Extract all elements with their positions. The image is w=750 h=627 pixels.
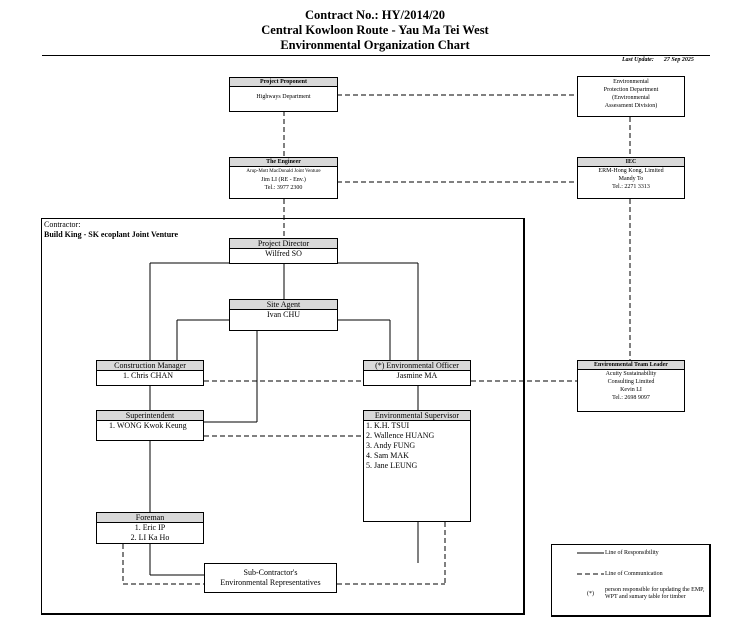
legend-responsibility: Line of Responsibility <box>605 550 659 556</box>
iec-tel: Tel.: 2271 3313 <box>612 184 650 190</box>
construction-manager-title: Construction Manager <box>97 361 203 371</box>
etl-name: Kevin LI <box>620 387 642 393</box>
epd-line: Environmental <box>613 79 649 85</box>
iec-title: IEC <box>578 158 684 167</box>
construction-manager-box: Construction Manager 1. Chris CHAN <box>96 360 204 386</box>
contract-number: Contract No.: HY/2014/20 <box>305 8 445 22</box>
communication-lines <box>122 94 631 585</box>
last-update-label: Last Update: <box>622 57 654 63</box>
contractor-name: Build King - SK ecoplant Joint Venture <box>44 230 179 239</box>
foreman-title: Foreman <box>97 513 203 523</box>
environmental-officer-name: Jasmine MA <box>396 371 438 380</box>
project-proponent-title: Project Proponent <box>230 78 337 87</box>
engineer-org: Arup-Mott MacDonald Joint Venture <box>246 169 321 174</box>
project-proponent-org: Highways Department <box>256 94 311 100</box>
contractor-label: Contractor: Build King - SK ecoplant Joi… <box>44 220 178 240</box>
subcontractor-box: Sub-Contractor's Environmental Represent… <box>204 563 337 593</box>
legend-asterisk-note: person responsible for updating the EMP,… <box>605 587 705 600</box>
project-director-box: Project Director Wilfred SO <box>229 238 338 264</box>
site-agent-box: Site Agent Ivan CHU <box>229 299 338 331</box>
header-divider <box>42 55 710 56</box>
project-director-name: Wilfred SO <box>265 249 302 258</box>
engineer-title: The Engineer <box>230 158 337 167</box>
legend-communication: Line of Communication <box>605 571 663 577</box>
contractor-frame <box>41 218 525 615</box>
foreman-box: Foreman 1. Eric IP 2. LI Ka Ho <box>96 512 204 544</box>
supervisor-name: 4. Sam MAK <box>366 451 409 460</box>
environmental-supervisor-title: Environmental Supervisor <box>364 411 470 421</box>
epd-box: Environmental Protection Department (Env… <box>577 76 685 117</box>
engineer-tel: Tel.: 3977 2300 <box>264 185 303 191</box>
foreman-name: 1. Eric IP <box>134 523 166 532</box>
contractor-caption: Contractor: <box>44 220 81 229</box>
epd-line: Assessment Division) <box>604 103 658 109</box>
superintendent-title: Superintendent <box>97 411 203 421</box>
engineer-name: Jim LI (RE - Env.) <box>261 177 306 183</box>
superintendent-box: Superintendent 1. WONG Kwok Keung <box>96 410 204 441</box>
last-update: Last Update: 27 Sep 2025 <box>622 57 694 63</box>
etl-org: Consulting Limited <box>607 379 655 385</box>
legend <box>551 544 711 617</box>
supervisor-name: 2. Wallence HUANG <box>366 431 435 440</box>
environmental-officer-box: (*) Environmental Officer Jasmine MA <box>363 360 471 386</box>
chart-title: Environmental Organization Chart <box>280 38 470 52</box>
etl-org: Acuity Sustainability <box>605 371 657 377</box>
environmental-team-leader-box: Environmental Team Leader Acuity Sustain… <box>577 360 685 412</box>
etl-tel: Tel.: 2698 9097 <box>612 395 650 401</box>
foreman-name: 2. LI Ka Ho <box>130 533 170 542</box>
site-agent-name: Ivan CHU <box>266 310 301 319</box>
superintendent-name: 1. WONG Kwok Keung <box>109 421 187 430</box>
epd-line: Protection Department <box>603 87 659 93</box>
last-update-date: 27 Sep 2025 <box>663 57 694 63</box>
epd-line: (Environmental <box>612 95 650 101</box>
environmental-officer-title: (*) Environmental Officer <box>364 361 470 371</box>
legend-asterisk: (*) <box>587 591 594 597</box>
construction-manager-name: 1. Chris CHAN <box>123 371 174 380</box>
supervisor-name: 5. Jane LEUNG <box>366 461 418 470</box>
project-proponent-box: Project Proponent Highways Department <box>229 77 338 112</box>
supervisor-name: 1. K.H. TSUI <box>366 421 410 430</box>
environmental-supervisor-box: Environmental Supervisor 1. K.H. TSUI 2.… <box>363 410 471 522</box>
engineer-box: The Engineer Arup-Mott MacDonald Joint V… <box>229 157 338 199</box>
etl-title: Environmental Team Leader <box>578 361 684 370</box>
responsibility-lines <box>149 262 604 576</box>
subcontractor-line: Environmental Representatives <box>220 578 321 587</box>
project-name: Central Kowloon Route - Yau Ma Tei West <box>261 23 489 37</box>
iec-name: Mandy To <box>618 176 644 182</box>
iec-org: ERM-Hong Kong, Limited <box>598 168 664 174</box>
site-agent-title: Site Agent <box>230 300 337 310</box>
project-director-title: Project Director <box>230 239 337 249</box>
iec-box: IEC ERM-Hong Kong, Limited Mandy To Tel.… <box>577 157 685 199</box>
supervisor-name: 3. Andy FUNG <box>366 441 416 450</box>
subcontractor-line: Sub-Contractor's <box>243 568 298 577</box>
